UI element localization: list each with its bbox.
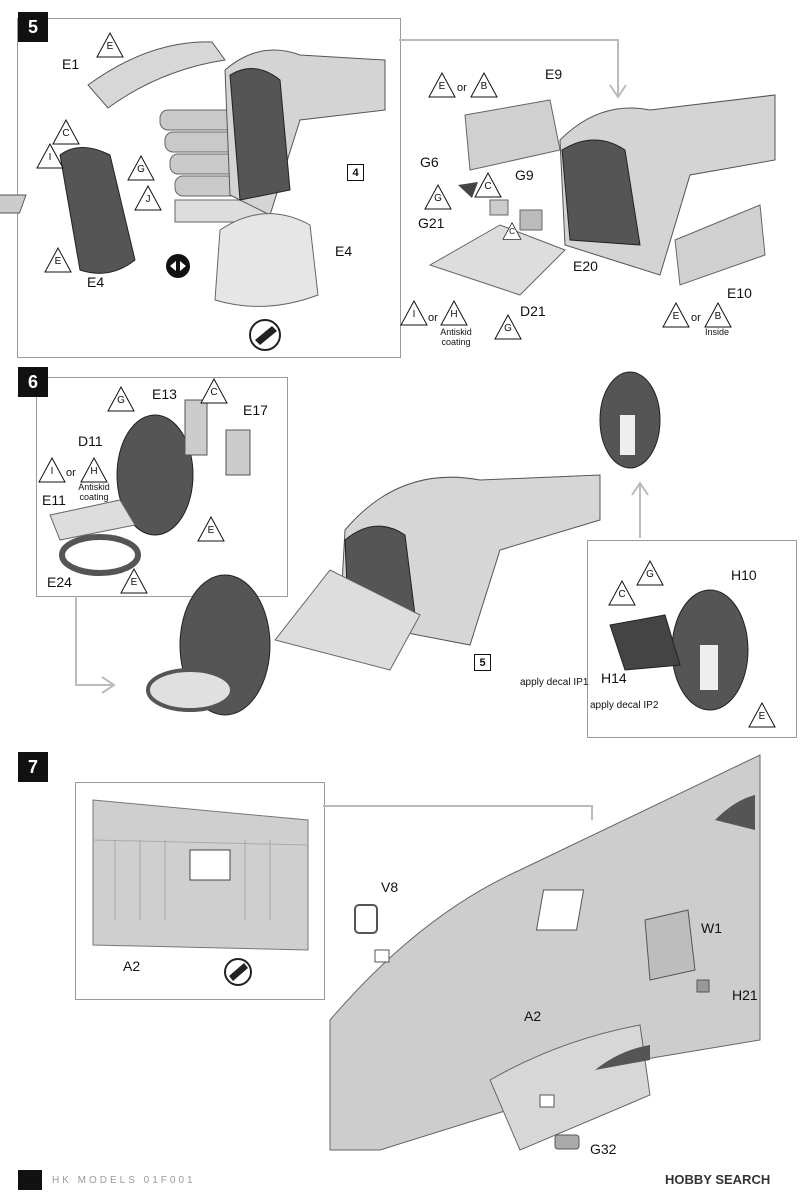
g32-part: [554, 1134, 580, 1150]
hobby-search-watermark: HOBBY SEARCH: [665, 1172, 771, 1187]
tri-i-left: I: [36, 143, 64, 169]
part-e20-label: E20: [573, 258, 598, 274]
step6-illustration: [49, 371, 749, 716]
h21-part: [696, 979, 710, 993]
step7-number: 7: [18, 752, 48, 782]
step5-number: 5: [18, 12, 48, 42]
part-a2-main-label: A2: [524, 1008, 542, 1024]
h14-instrument-panel: [609, 614, 681, 671]
tri-b-or-top: B: [470, 72, 498, 98]
part-h10-label: H10: [731, 567, 757, 583]
ref-step-box-4: 4: [347, 164, 364, 181]
part-g6-label: G6: [420, 154, 439, 170]
part-a2-inset-label: A2: [123, 958, 141, 974]
tri-c-mid: C: [474, 172, 502, 198]
part-e17-label: E17: [243, 402, 268, 418]
part-g32-label: G32: [590, 1141, 617, 1157]
part-e9-label: E9: [545, 66, 563, 82]
step7-illustration: [92, 754, 761, 1151]
d21-floor: [428, 224, 566, 296]
footer-brand-text: HK MODELS 01F001: [52, 1175, 196, 1186]
tri-h-or-bottom: H: [440, 300, 468, 326]
tri-e-top: E: [96, 32, 124, 58]
or-label-bottom-right: or: [691, 312, 701, 324]
or-label-step6: or: [66, 467, 76, 479]
part-d21-label: D21: [520, 303, 546, 319]
tri-c-left: C: [52, 119, 80, 145]
part-e4-left-label: E4: [87, 274, 105, 290]
tri-g-bottom: G: [494, 314, 522, 340]
step7-connector: [323, 805, 593, 820]
step5-illustration: [0, 39, 776, 351]
tri-g-step6-right: G: [636, 560, 664, 586]
tri-j-left: J: [134, 185, 162, 211]
part-e10-label: E10: [727, 285, 752, 301]
inside-note: Inside: [704, 327, 730, 337]
tri-i-step6: I: [38, 457, 66, 483]
part-v8-label: V8: [381, 879, 399, 895]
v8-window: [354, 904, 378, 934]
step6-floor: [274, 569, 421, 671]
decal-ip2-note: apply decal IP2: [590, 700, 659, 711]
tri-e-bottom: E: [44, 247, 72, 273]
part-d11-label: D11: [78, 433, 103, 449]
e11-floor: [49, 499, 136, 541]
tri-g-mid: G: [424, 184, 452, 210]
tri-i-or-bottom: I: [400, 300, 428, 326]
part-e1-label: E1: [62, 56, 80, 72]
tri-e-or-top: E: [428, 72, 456, 98]
e1-part: [87, 41, 226, 109]
step6-connector-left: [75, 596, 112, 686]
or-label-top: or: [457, 82, 467, 94]
tri-c-step6-right: C: [608, 580, 636, 606]
step6-number: 6: [18, 367, 48, 397]
part-h21-label: H21: [732, 987, 758, 1003]
hk-logo: [18, 1170, 42, 1190]
tri-e-step6-right: E: [748, 702, 776, 728]
step7-main-fuselage: [329, 754, 761, 1151]
or-label-bottom-left: or: [428, 312, 438, 324]
rotate-icon: [166, 254, 190, 278]
e4-floor-panel: [214, 213, 319, 307]
part-h14-label: H14: [601, 670, 627, 686]
part-g21-label: G21: [418, 215, 445, 231]
tri-g-left: G: [127, 155, 155, 181]
e9-side-panel: [464, 99, 561, 171]
tri-g-step6: G: [107, 386, 135, 412]
tri-e-or-bottom-right: E: [662, 302, 690, 328]
decal-ip1-note: apply decal IP1: [520, 677, 589, 688]
w1-part: [644, 909, 696, 981]
part-g9-label: G9: [515, 167, 534, 183]
ref-step-box-5: 5: [474, 654, 491, 671]
e4-bulkhead-left: [59, 147, 136, 274]
step7-lower-fuselage: [489, 1024, 651, 1151]
tri-h-step6: H: [80, 457, 108, 483]
tri-c-small: C: [502, 222, 522, 240]
tri-c-step6: C: [200, 378, 228, 404]
tri-e2-step6: E: [120, 568, 148, 594]
part-e4-right-label: E4: [335, 243, 353, 259]
step5-connector-arrow: [399, 39, 619, 95]
e10-side-panel: [674, 204, 766, 286]
part-e11-label: E11: [42, 492, 66, 508]
tri-e1-step6: E: [197, 516, 225, 542]
part-w1-label: W1: [701, 920, 722, 936]
part-e13-label: E13: [152, 386, 177, 402]
d11-bulkhead: [116, 414, 194, 536]
part-e24-label: E24: [47, 574, 72, 590]
tri-b-or-bottom-right: B: [704, 302, 732, 328]
e24-ring: [59, 534, 141, 576]
